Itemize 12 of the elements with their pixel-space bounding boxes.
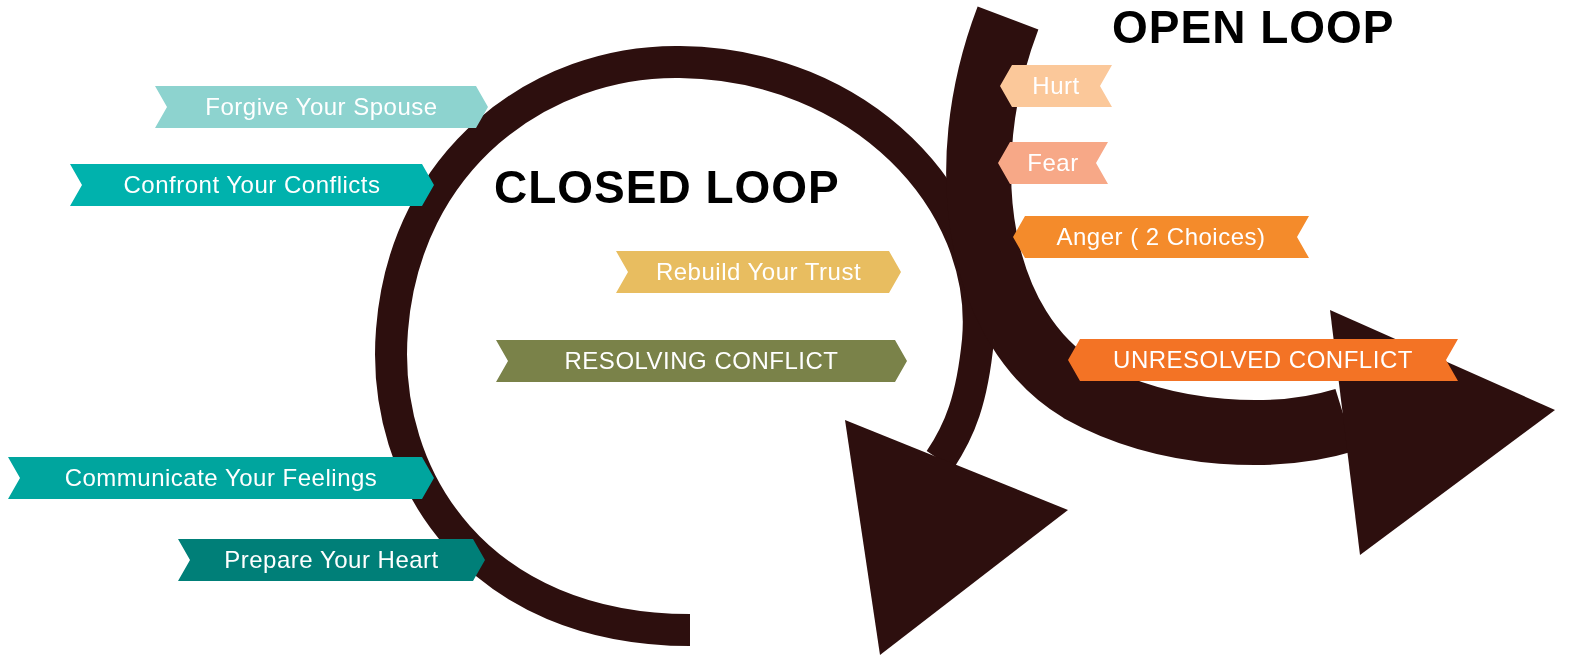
ribbon-banner: UNRESOLVED CONFLICT [1068,339,1458,381]
ribbon-banner: Confront Your Conflicts [70,164,434,206]
loop-title: CLOSED LOOP [494,160,840,214]
ribbon-banner: Fear [998,142,1108,184]
loop-title: OPEN LOOP [1112,0,1395,54]
ribbon-banner: RESOLVING CONFLICT [496,340,907,382]
ribbon-banner: Hurt [1000,65,1112,107]
ribbon-banner: Communicate Your Feelings [8,457,434,499]
ribbon-banner: Rebuild Your Trust [616,251,901,293]
ribbon-banner: Anger ( 2 Choices) [1013,216,1309,258]
ribbon-banner: Prepare Your Heart [178,539,485,581]
ribbon-banner: Forgive Your Spouse [155,86,488,128]
